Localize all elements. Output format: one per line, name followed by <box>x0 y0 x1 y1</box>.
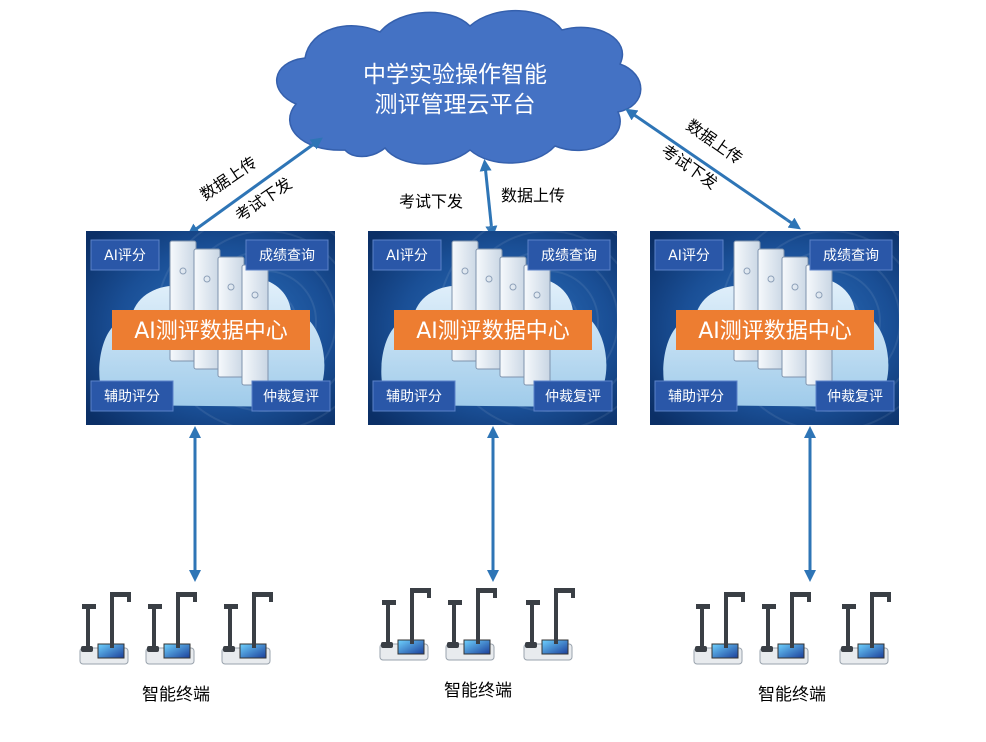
smart-terminal-device <box>445 588 497 661</box>
smart-terminal-device <box>839 592 891 665</box>
rack-light <box>485 275 493 283</box>
tag-ai-scoring: AI评分 <box>668 248 710 264</box>
tag-ai-scoring-box <box>372 239 442 271</box>
tag-arbitration: 仲裁复评 <box>263 388 319 405</box>
tag-arbitration-box <box>251 380 331 412</box>
terminal-group-left <box>79 592 273 665</box>
center-title: AI测评数据中心 <box>698 319 852 344</box>
smart-terminal-device <box>79 592 131 665</box>
smart-terminal-device <box>145 592 197 665</box>
tag-assist-scoring: 辅助评分 <box>668 389 724 405</box>
smart-terminal-device <box>379 588 431 661</box>
rack-light <box>461 267 469 275</box>
terminal-label-left: 智能终端 <box>142 685 210 705</box>
tag-arbitration: 仲裁复评 <box>827 388 883 405</box>
tag-assist-scoring-box <box>654 380 738 412</box>
rack-light <box>743 267 751 275</box>
tag-ai-scoring-box <box>654 239 724 271</box>
tag-ai-scoring: AI评分 <box>104 248 146 264</box>
downlink-arrows <box>189 426 816 582</box>
smart-terminal-device <box>523 588 575 661</box>
tag-score-query: 成绩查询 <box>259 248 315 264</box>
cloud-title-line2: 测评管理云平台 <box>375 92 536 118</box>
tag-score-query: 成绩查询 <box>541 248 597 264</box>
tag-assist-scoring: 辅助评分 <box>386 389 442 405</box>
tag-arbitration-box <box>533 380 613 412</box>
smart-terminal-device <box>221 592 273 665</box>
tag-arbitration-box <box>815 380 895 412</box>
tag-assist-scoring-box <box>90 380 174 412</box>
center-title-box <box>394 310 592 350</box>
tag-arbitration: 仲裁复评 <box>545 388 601 405</box>
rack-light <box>203 275 211 283</box>
center-title-box <box>112 310 310 350</box>
tag-score-query-box <box>245 239 329 271</box>
terminal-group-right <box>693 592 891 665</box>
server-rack <box>475 248 503 370</box>
right-uplink-arrow <box>625 108 801 230</box>
rack-light <box>815 291 823 299</box>
tag-ai-scoring: AI评分 <box>386 248 428 264</box>
middle-uplink-arrow <box>479 159 498 238</box>
rack-light <box>509 283 517 291</box>
center-title: AI测评数据中心 <box>134 319 288 344</box>
rack-light <box>251 291 259 299</box>
tag-assist-scoring: 辅助评分 <box>104 389 160 405</box>
server-rack <box>193 248 221 370</box>
smart-terminal-device <box>759 592 811 665</box>
rack-light <box>227 283 235 291</box>
uplink-arrows <box>187 108 801 238</box>
left-uplink-arrow <box>187 137 323 236</box>
center-title-box <box>676 310 874 350</box>
cloud-platform: 中学实验操作智能 测评管理云平台 <box>276 9 642 165</box>
rack-light <box>767 275 775 283</box>
rack-light <box>179 267 187 275</box>
tag-score-query-box <box>809 239 893 271</box>
tag-score-query-box <box>527 239 611 271</box>
rack-light <box>791 283 799 291</box>
tag-score-query: 成绩查询 <box>823 248 879 264</box>
rack-light <box>533 291 541 299</box>
terminal-label-middle: 智能终端 <box>444 681 512 701</box>
terminal-group-middle <box>379 588 575 661</box>
server-rack <box>757 248 785 370</box>
center-title: AI测评数据中心 <box>416 319 570 344</box>
cloud-title-line1: 中学实验操作智能 <box>363 62 547 88</box>
middle-upload-label: 数据上传 <box>501 186 565 205</box>
tag-ai-scoring-box <box>90 239 160 271</box>
terminal-label-right: 智能终端 <box>758 685 826 705</box>
tag-assist-scoring-box <box>372 380 456 412</box>
middle-download-label: 考试下发 <box>399 192 463 211</box>
smart-terminal-device <box>693 592 745 665</box>
